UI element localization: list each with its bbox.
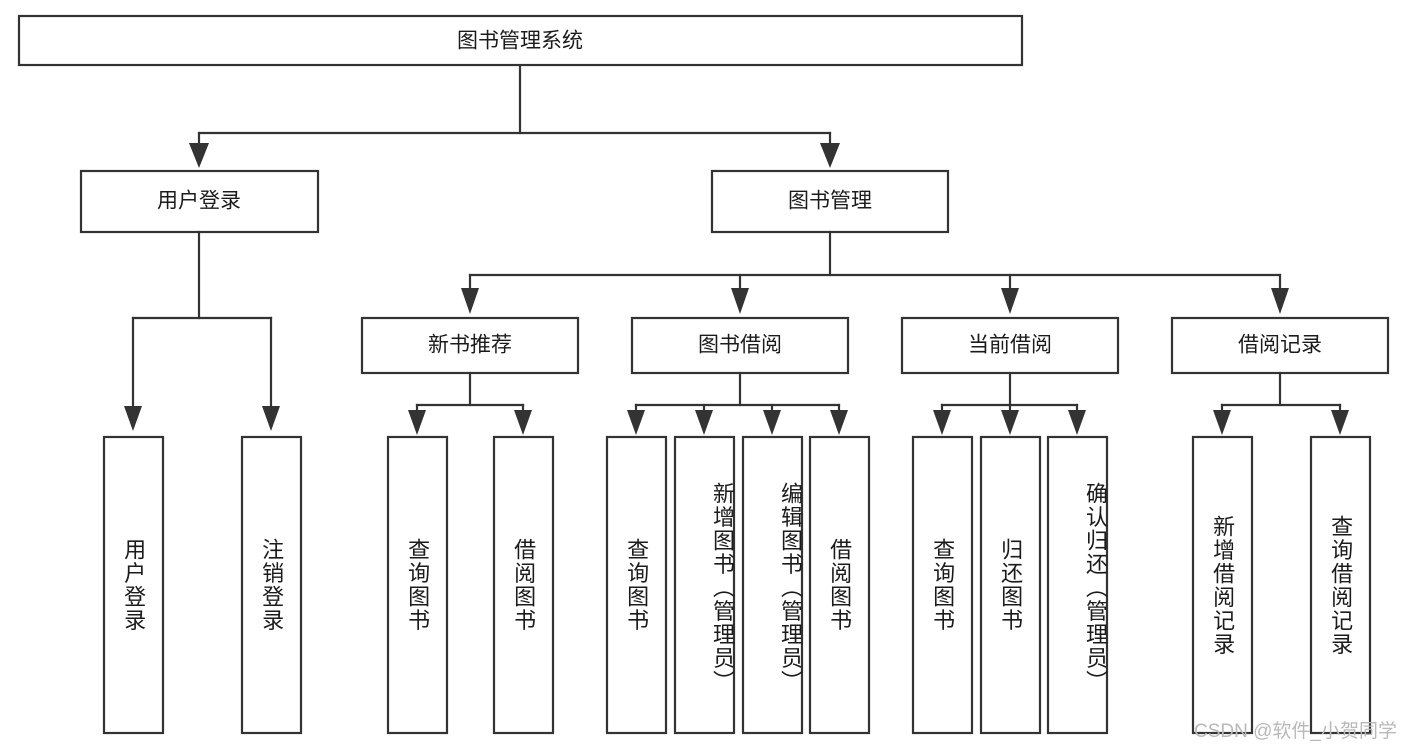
label-current-borrow: 当前借阅 [968,334,1052,357]
node-leaf-borrow-book-1[interactable] [492,435,555,735]
arrow-head-leaf-borrow-book-2 [830,410,848,435]
arrow-head-book-borrow [731,288,749,314]
node-root[interactable] [17,14,1024,67]
label-leaf-borrow-book-2: 借阅图书 [827,538,853,632]
arrow-head-borrow-record [1271,288,1289,314]
connector-group-borrow-record [1213,371,1349,435]
arrow-head-leaf-add-book-admin [695,410,713,435]
label-book-borrow: 图书借阅 [698,334,782,357]
arrow-head-leaf-query-book-1 [408,410,426,435]
label-leaf-add-book-admin: 新增图书（管理员） [710,482,735,694]
arrow-head-leaf-confirm-return-admin [1068,410,1086,435]
connector-group-book-manage [461,230,1289,314]
arrow-head-new-book-recommend [461,288,479,314]
node-leaf-logout-login[interactable] [240,435,303,735]
node-leaf-borrow-book-2[interactable] [808,435,871,735]
connector-group-current-borrow [933,371,1086,435]
node-leaf-user-login[interactable] [102,435,165,735]
node-book-manage[interactable] [710,169,950,234]
node-user-login[interactable] [79,169,320,234]
arrow-head-leaf-query-book-3 [933,410,951,435]
node-leaf-confirm-return-admin[interactable] [1046,435,1109,735]
connector-group-book-borrow [627,371,848,435]
connector-group-root [189,64,840,168]
label-leaf-query-book-3: 查询图书 [930,538,956,632]
node-new-book-recommend[interactable] [360,316,580,375]
label-leaf-logout-login: 注销登录 [259,538,285,632]
node-current-borrow[interactable] [900,316,1120,375]
arrow-head-leaf-user-login [124,406,142,431]
arrow-head-current-borrow [1001,288,1019,314]
label-user-login: 用户登录 [157,190,241,213]
connector-group-new-book-recommend [408,371,532,435]
arrow-head-user-login [189,143,209,168]
label-leaf-return-book: 归还图书 [998,538,1024,632]
label-new-book-recommend: 新书推荐 [428,334,512,357]
label-leaf-query-borrow-record: 查询借阅记录 [1328,514,1354,656]
arrow-head-leaf-query-book-2 [627,410,645,435]
label-book-manage: 图书管理 [788,190,872,213]
node-leaf-query-book-2[interactable] [605,435,668,735]
label-leaf-borrow-book-1: 借阅图书 [511,538,537,632]
arrow-head-leaf-query-borrow-record [1331,410,1349,435]
label-leaf-query-book-2: 查询图书 [624,538,650,632]
label-leaf-add-borrow-record: 新增借阅记录 [1210,514,1236,656]
node-leaf-add-book-admin[interactable] [673,435,736,735]
arrow-head-leaf-borrow-book-1 [514,410,532,435]
label-leaf-user-login: 用户登录 [121,538,147,632]
label-borrow-record: 借阅记录 [1238,334,1322,357]
node-leaf-edit-book-admin[interactable] [741,435,804,735]
node-book-borrow[interactable] [630,316,850,375]
arrow-head-leaf-return-book [1001,410,1019,435]
csdn-watermark: CSDN @软件_小贺同学 [1194,721,1397,742]
arrow-head-leaf-add-borrow-record [1213,410,1231,435]
arrow-head-leaf-edit-book-admin [763,410,781,435]
node-leaf-query-book-1[interactable] [386,435,449,735]
node-leaf-query-book-3[interactable] [911,435,974,735]
label-leaf-edit-book-admin: 编辑图书（管理员） [778,482,803,694]
label-root: 图书管理系统 [457,30,583,53]
arrow-head-book-manage [820,143,840,168]
node-leaf-add-borrow-record[interactable] [1191,435,1254,735]
label-leaf-query-book-1: 查询图书 [405,538,431,632]
connector-group-user-login [124,230,280,431]
node-leaf-return-book[interactable] [979,435,1042,735]
node-leaf-query-borrow-record[interactable] [1309,435,1372,735]
arrow-head-leaf-logout-login [262,406,280,431]
label-leaf-confirm-return-admin: 确认归还（管理员） [1083,482,1108,694]
